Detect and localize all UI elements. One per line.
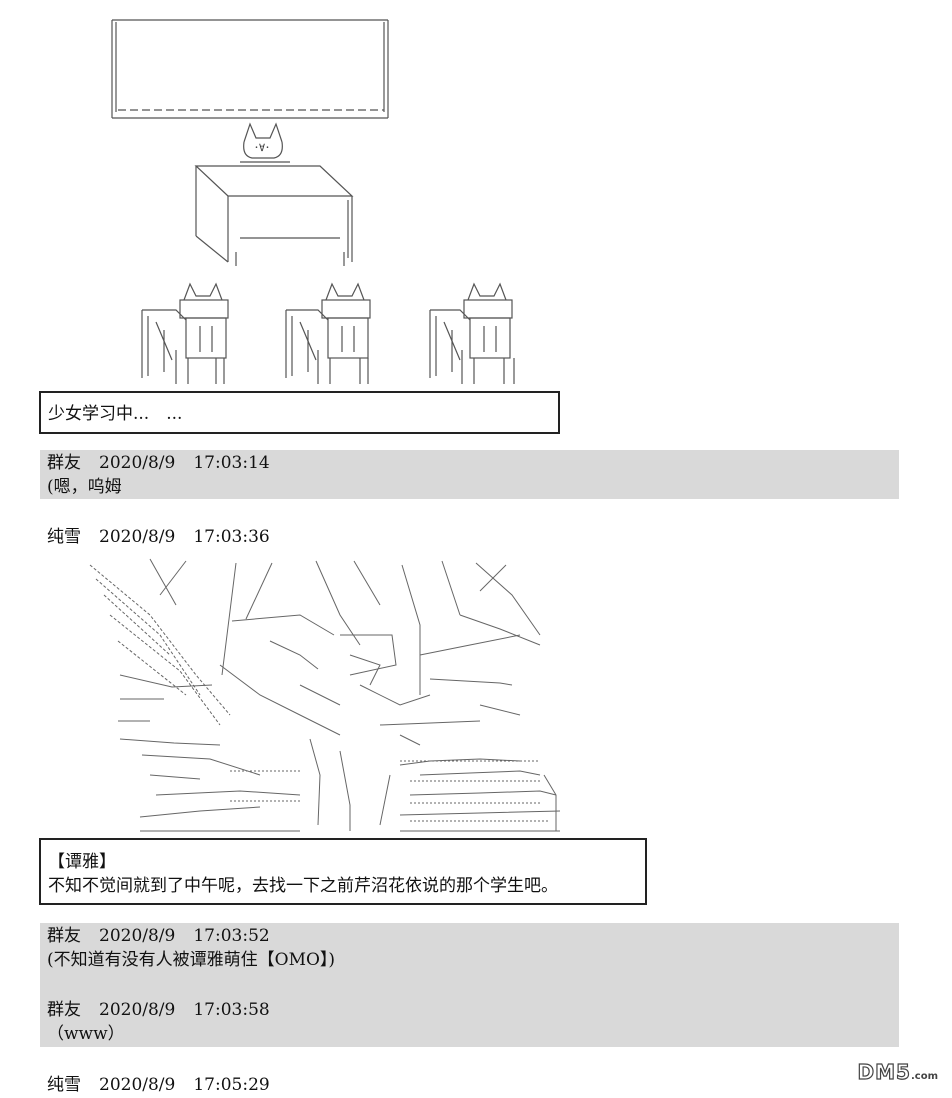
post-time: 17:03:14 — [193, 453, 270, 473]
post-user: 群友 — [47, 453, 81, 473]
chat-post-3: 群友 2020/8/9 17:03:52 (不知道有没有人被谭雅萌住【OMO】) 群… — [40, 923, 899, 1047]
blackboard — [111, 19, 389, 119]
post-meta: 纯雪 2020/8/9 17:05:29 — [47, 1073, 899, 1097]
site-logo: DM5.com — [857, 1059, 938, 1084]
student-cat-1 — [141, 282, 229, 384]
post-time: 17:05:29 — [193, 1075, 270, 1095]
svg-text:･∀･: ･∀･ — [254, 143, 270, 154]
post-user: 纯雪 — [47, 527, 81, 547]
post-date: 2020/8/9 — [99, 1000, 176, 1020]
chat-post-2: 纯雪 2020/8/9 17:03:36 — [40, 525, 899, 551]
post-user: 群友 — [47, 926, 81, 946]
narration-box-1: 少女学习中... ... — [39, 391, 560, 434]
chat-post-5: 纯雪 2020/8/9 17:05:29 — [40, 1073, 899, 1097]
teacher-desk — [194, 165, 354, 266]
post-date: 2020/8/9 — [99, 1075, 176, 1095]
logo-main: DM5 — [857, 1059, 911, 1084]
speaker-name: 【谭雅】 — [48, 852, 116, 872]
post-text: (不知道有没有人被谭雅萌住【OMO】) — [47, 950, 336, 970]
teacher-cat: ･∀･ — [240, 122, 290, 163]
post-text: (嗯，呜姆 — [47, 477, 122, 497]
post-date: 2020/8/9 — [99, 926, 176, 946]
post-time: 17:03:36 — [193, 527, 270, 547]
post-meta: 群友 2020/8/9 17:03:14 — [47, 451, 899, 475]
post-user: 群友 — [47, 1000, 81, 1020]
post-date: 2020/8/9 — [99, 527, 176, 547]
post-date: 2020/8/9 — [99, 453, 176, 473]
post-user: 纯雪 — [47, 1075, 81, 1095]
post-time: 17:03:58 — [193, 1000, 270, 1020]
narration-text: 不知不觉间就到了中午呢，去找一下之前芹沼花依说的那个学生吧。 — [48, 876, 558, 896]
narration-box-2: 【谭雅】 不知不觉间就到了中午呢，去找一下之前芹沼花依说的那个学生吧。 — [39, 838, 647, 905]
classroom-ascii-art: ･∀･ — [0, 0, 952, 395]
student-cat-3 — [429, 282, 515, 384]
post-meta: 群友 2020/8/9 17:03:52 — [47, 924, 899, 948]
narration-text: 少女学习中... ... — [48, 404, 183, 424]
logo-sub: .com — [910, 1071, 938, 1082]
student-cat-2 — [285, 282, 371, 384]
post-meta: 群友 2020/8/9 17:03:58 — [47, 998, 899, 1022]
post-text: （www） — [47, 1024, 125, 1044]
post-meta: 纯雪 2020/8/9 17:03:36 — [47, 525, 899, 549]
post-time: 17:03:52 — [193, 926, 270, 946]
chat-post-1: 群友 2020/8/9 17:03:14 (嗯，呜姆 — [40, 450, 899, 499]
